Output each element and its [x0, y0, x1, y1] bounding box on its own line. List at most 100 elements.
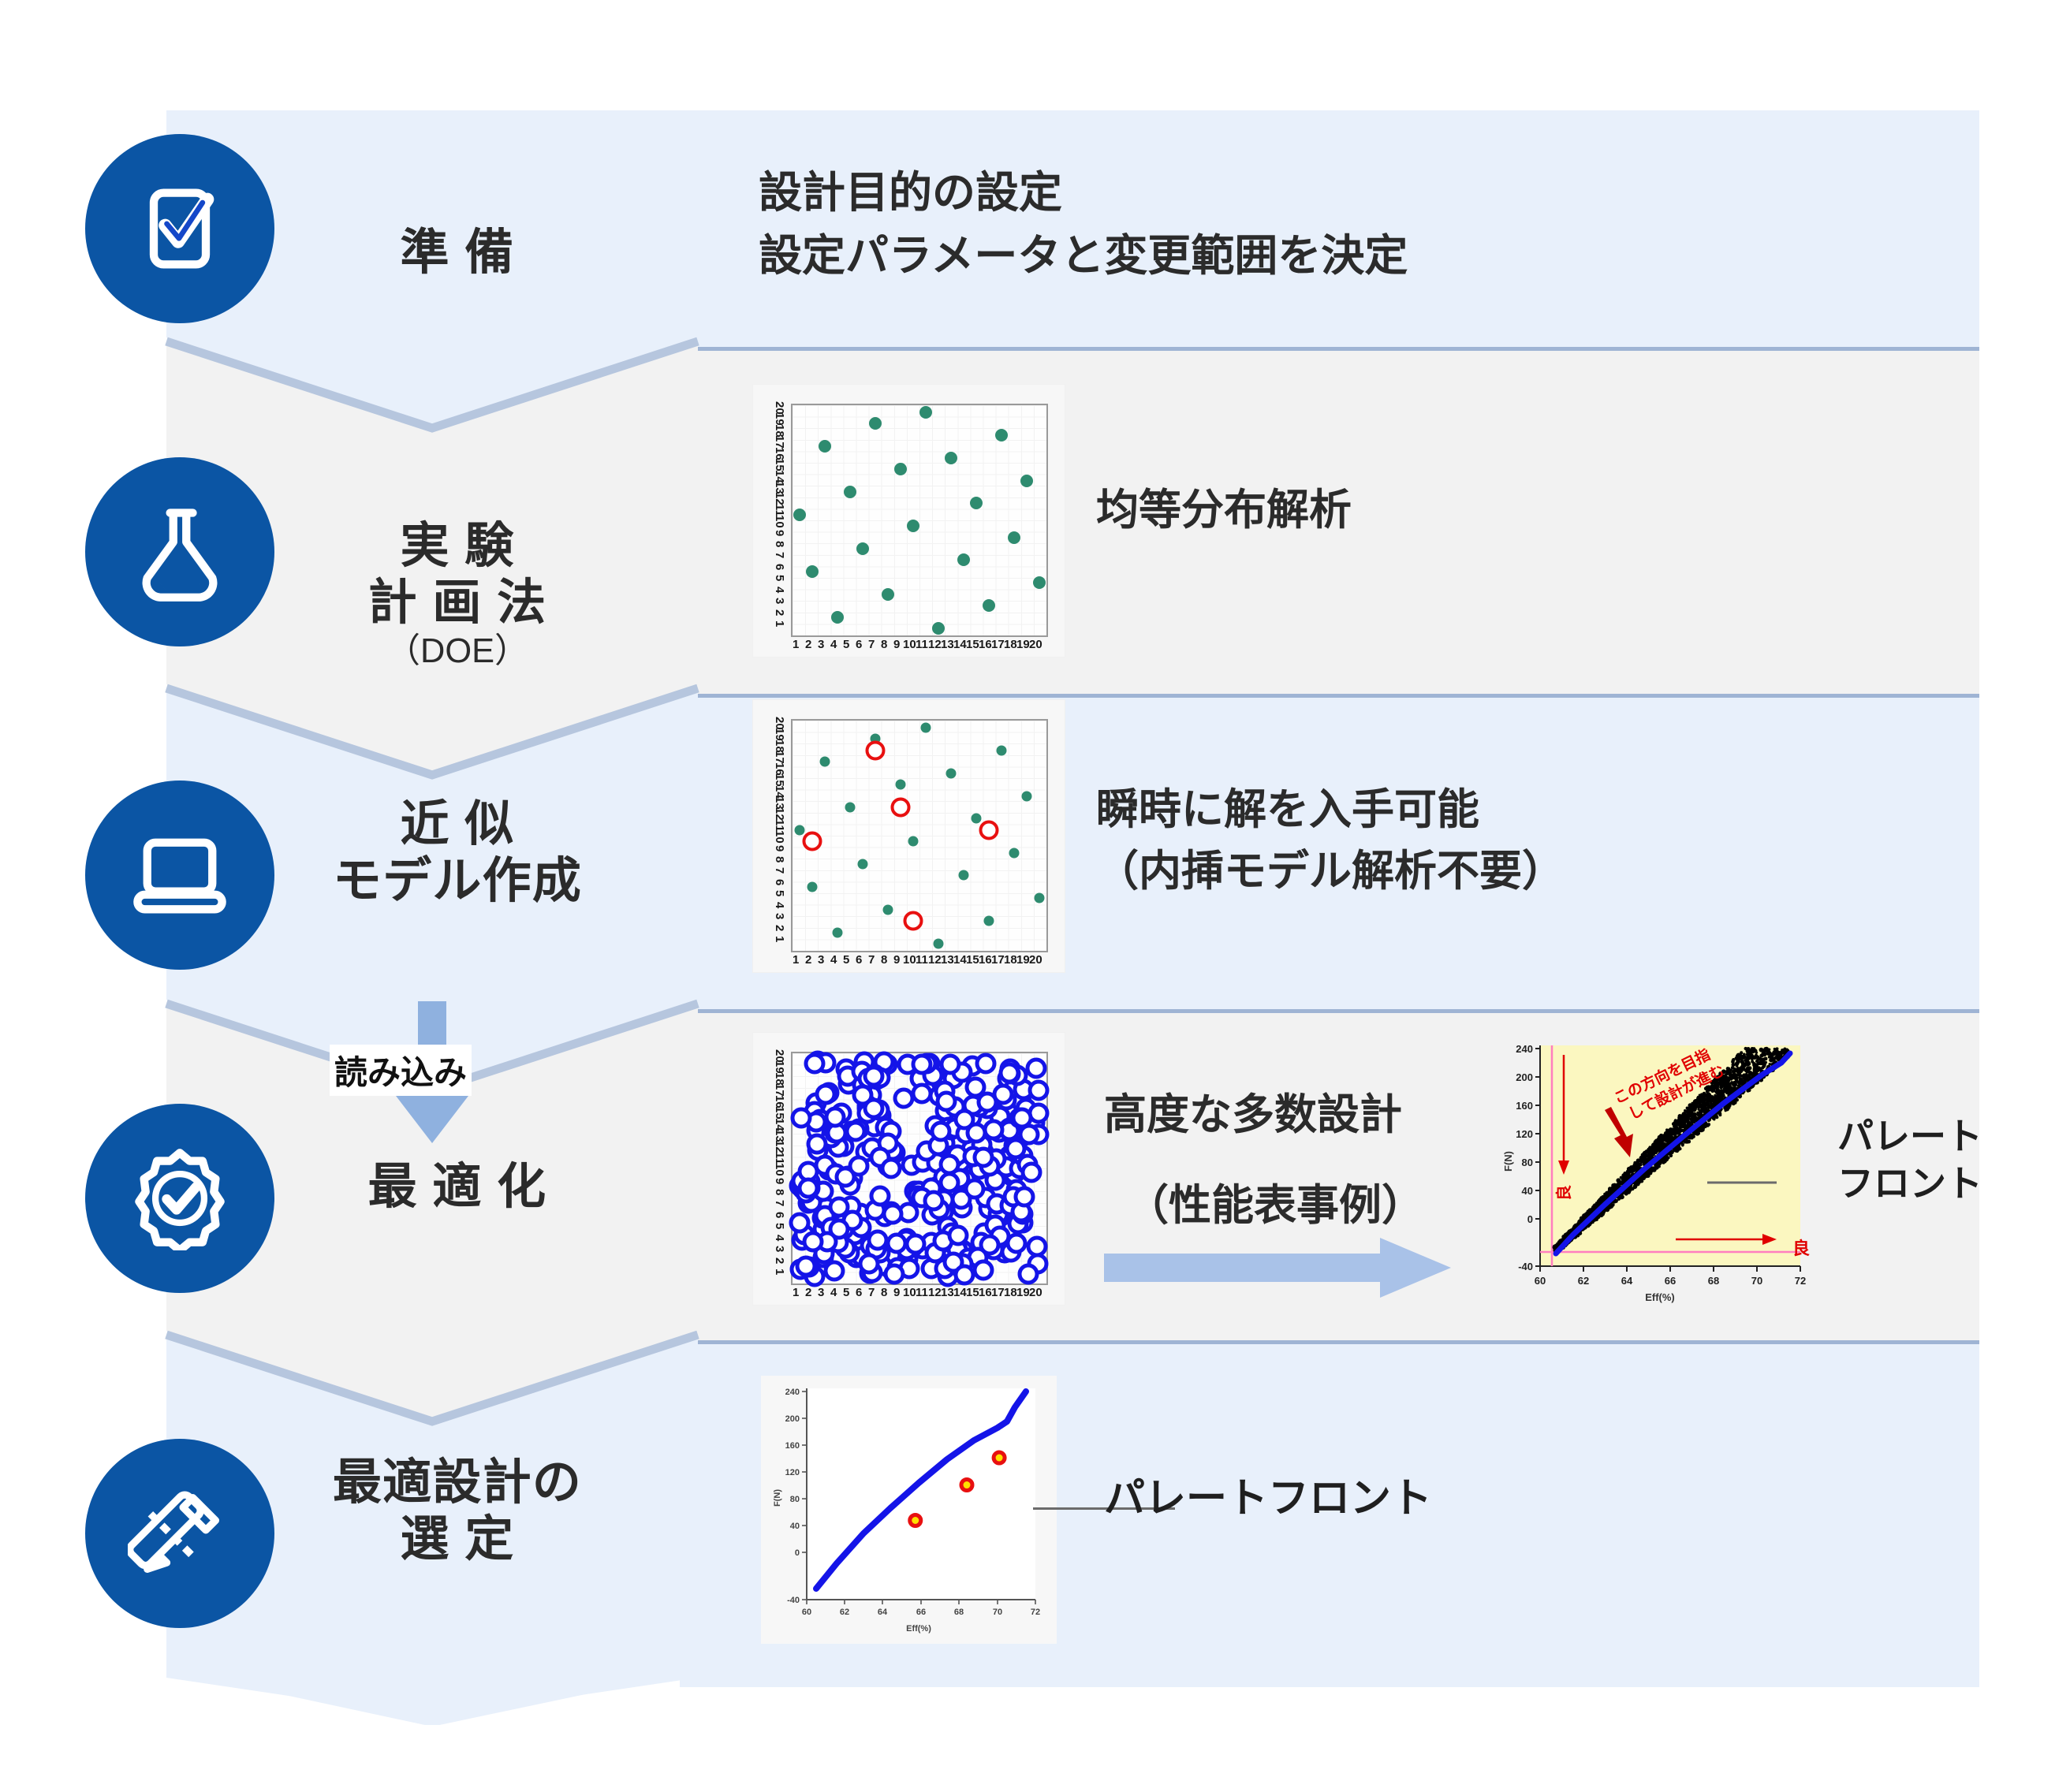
scatter-point [1739, 1082, 1743, 1086]
x-tick-label: 10 [903, 1286, 916, 1299]
x-tick-label: 16 [979, 953, 992, 967]
scatter-point [983, 599, 995, 613]
scatter-point [1764, 1046, 1770, 1052]
scatter-point [1668, 1133, 1673, 1138]
scatter-point [1021, 791, 1032, 802]
scatter-point [848, 1155, 870, 1177]
scatter-point [1734, 1068, 1737, 1071]
y-tick-label: 5 [773, 890, 786, 897]
scatter-point [1703, 1094, 1706, 1098]
scatter-point [1731, 1070, 1735, 1074]
scatter-point [1747, 1066, 1752, 1071]
scatter-point [1659, 1143, 1664, 1148]
scatter-point [957, 553, 970, 567]
y-tick-label: 18 [773, 739, 786, 753]
scatter-point [1020, 474, 1033, 487]
scatter-point [1694, 1118, 1697, 1122]
scatter-point [932, 622, 945, 635]
scatter-point [1691, 1136, 1694, 1140]
selected-design-point [991, 1450, 1007, 1466]
x-tick-label: 13 [941, 953, 954, 967]
y-tick-label: 5 [773, 1223, 786, 1230]
svg-text:64: 64 [1621, 1275, 1633, 1287]
flask-icon [142, 509, 218, 602]
y-tick-label: 15 [773, 773, 786, 787]
y-tick-label: 16 [773, 446, 786, 460]
x-tick-label: 6 [856, 638, 863, 651]
scatter-point [807, 881, 818, 892]
scatter-point [1600, 1212, 1606, 1216]
scatter-point [1759, 1048, 1764, 1052]
scatter-point [1732, 1100, 1736, 1104]
step-label-selection: 最適設計の 選 定 [332, 1455, 583, 1567]
svg-text:60: 60 [1535, 1275, 1546, 1287]
x-tick-label: 11 [916, 638, 928, 651]
scatter-point [1774, 1056, 1778, 1060]
svg-text:120: 120 [785, 1468, 800, 1477]
y-tick-label: 11 [773, 503, 786, 516]
scatter-point [1689, 1117, 1692, 1120]
description-surrogate: 瞬時に解を入手可能 （内挿モデル解析不要） [1096, 786, 1565, 896]
scatter-point [1764, 1060, 1768, 1064]
svg-text:66: 66 [1665, 1275, 1676, 1287]
scatter-point [1673, 1122, 1677, 1126]
y-tick-label: 20 [773, 401, 786, 415]
scatter-point [1747, 1073, 1751, 1077]
scatter-point [1678, 1127, 1682, 1131]
scatter-point [1736, 1055, 1740, 1058]
scatter-point [1627, 1175, 1630, 1179]
scatter-point [1762, 1052, 1767, 1057]
svg-text:62: 62 [840, 1608, 849, 1617]
scatter-point [1715, 1115, 1719, 1120]
scatter-point [1632, 1163, 1636, 1167]
svg-text:64: 64 [878, 1608, 888, 1617]
scatter-point [1712, 1100, 1716, 1104]
scatter-point [971, 813, 982, 824]
scatter-point [1647, 1172, 1651, 1175]
scatter-point [882, 904, 893, 915]
y-tick-label: 19 [773, 1060, 786, 1075]
x-tick-label: 3 [818, 638, 825, 651]
scatter-point [1663, 1142, 1666, 1146]
scatter-point [1680, 1114, 1684, 1118]
scatter-point [1761, 1066, 1765, 1070]
scatter-point [1670, 1135, 1675, 1140]
scatter-point [1699, 1095, 1704, 1100]
step-label-optimization: 最 適 化 [367, 1160, 547, 1214]
scatter-point [1028, 1079, 1050, 1101]
y-tick-label: 10 [773, 515, 786, 528]
y-tick-label: 17 [773, 1083, 786, 1097]
y-tick-label: 14 [773, 1117, 786, 1131]
scatter-point [806, 564, 819, 578]
scatter-point [1713, 1118, 1716, 1121]
scatter-point [1690, 1108, 1694, 1113]
scatter-point [1680, 1143, 1684, 1147]
scatter-point [819, 756, 830, 767]
svg-text:40: 40 [1522, 1185, 1533, 1197]
scatter-point [983, 915, 994, 926]
svg-text:200: 200 [1516, 1071, 1533, 1083]
y-tick-label: 8 [773, 1189, 786, 1196]
scatter-point [797, 1177, 819, 1199]
scatter-point [1699, 1113, 1703, 1116]
scatter-point [880, 1157, 902, 1179]
scatter-point [1025, 1057, 1047, 1079]
scatter-point [1607, 1187, 1613, 1191]
scatter-point [1694, 1113, 1697, 1116]
scatter-point [886, 1232, 908, 1254]
scatter-point [930, 1120, 952, 1142]
svg-text:200: 200 [785, 1414, 800, 1424]
svg-text:66: 66 [916, 1608, 926, 1617]
scatter-point [1663, 1134, 1669, 1139]
step-icon-circle-preparation [85, 134, 274, 323]
scatter-point [1713, 1090, 1716, 1093]
y-tick-label: 8 [773, 541, 786, 548]
x-tick-label: 19 [1016, 638, 1030, 651]
y-tick-label: 13 [773, 480, 786, 494]
svg-text:68: 68 [1708, 1275, 1719, 1287]
chevron-band [165, 110, 699, 1725]
scatter-point [845, 1120, 867, 1142]
